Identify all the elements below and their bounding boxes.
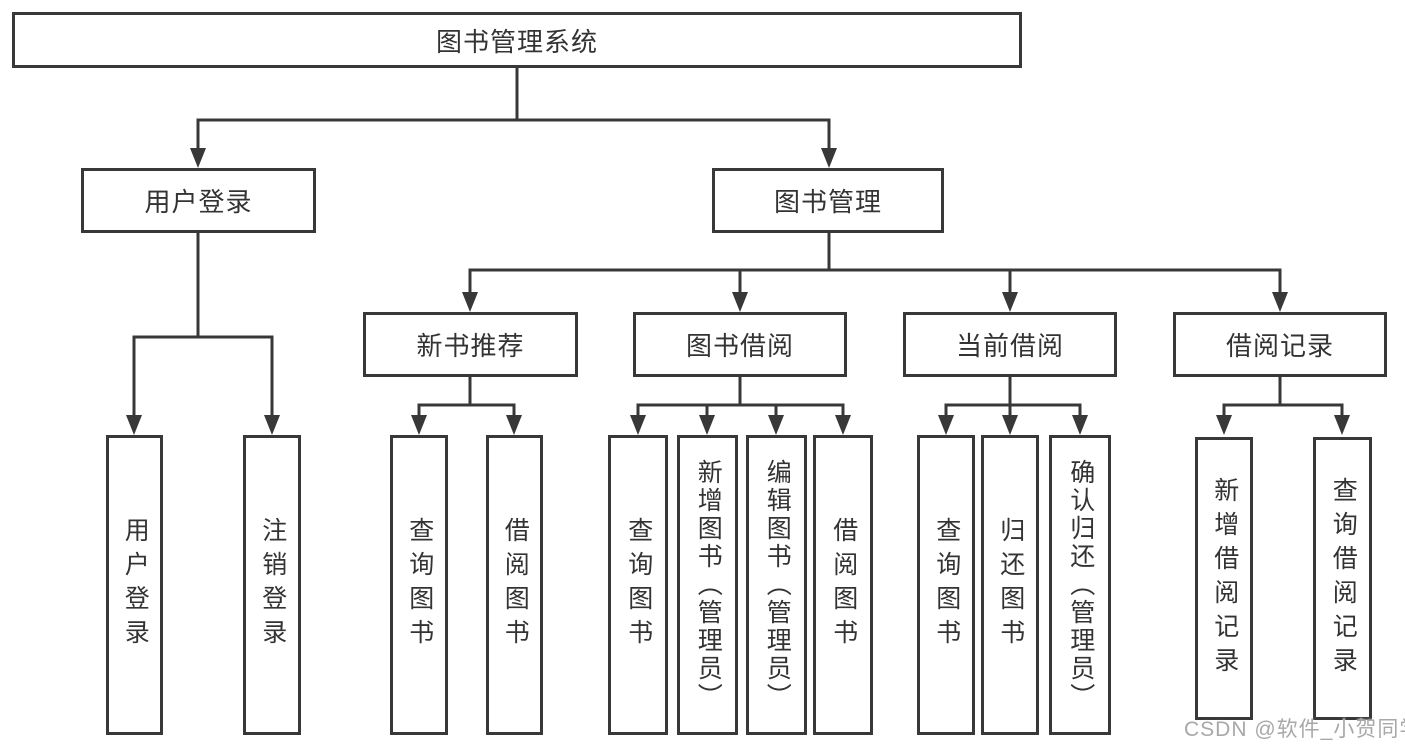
leaf-user-login: 用户登录: [106, 435, 163, 735]
leaf-nb-borrow-book-label: 借阅图书: [501, 517, 530, 653]
leaf-cb-confirm-return-admin: 确认归还（管理员）: [1049, 435, 1111, 735]
leaf-bb-query-book: 查询图书: [608, 435, 668, 735]
leaf-bb-edit-book-admin: 编辑图书（管理员）: [746, 435, 807, 735]
node-book-borrowing-label: 图书借阅: [685, 331, 794, 361]
leaf-bb-borrow-book: 借阅图书: [813, 435, 873, 735]
node-current-borrowing-label: 当前借阅: [955, 331, 1064, 361]
node-borrowing-records: 借阅记录: [1173, 312, 1387, 377]
node-user-login-label: 用户登录: [144, 187, 253, 217]
node-current-borrowing: 当前借阅: [903, 312, 1117, 377]
node-root-label: 图书管理系统: [435, 26, 598, 57]
node-user-login: 用户登录: [81, 168, 316, 233]
leaf-nb-query-book-label: 查询图书: [405, 517, 434, 653]
leaf-bb-edit-book-admin-label: 编辑图书（管理员）: [763, 459, 792, 711]
leaf-nb-borrow-book: 借阅图书: [486, 435, 543, 735]
leaf-br-query-record-label: 查询借阅记录: [1329, 476, 1358, 681]
leaf-logout-login: 注销登录: [243, 435, 301, 735]
connector-paths: [132, 66, 1344, 420]
node-book-borrowing: 图书借阅: [633, 312, 847, 377]
node-root: 图书管理系统: [12, 12, 1022, 68]
node-new-book-recommendation: 新书推荐: [363, 312, 578, 377]
leaf-br-add-record-label: 新增借阅记录: [1210, 476, 1239, 681]
leaf-bb-add-book-admin: 新增图书（管理员）: [677, 435, 738, 735]
node-new-book-recommendation-label: 新书推荐: [416, 331, 525, 361]
leaf-nb-query-book: 查询图书: [390, 435, 448, 735]
csdn-watermark: CSDN @软件_小贺同学: [1184, 718, 1405, 741]
node-book-management: 图书管理: [712, 168, 944, 233]
leaf-cb-confirm-return-admin-label: 确认归还（管理员）: [1066, 459, 1095, 711]
leaf-bb-query-book-label: 查询图书: [624, 517, 653, 653]
leaf-user-login-label: 用户登录: [121, 517, 150, 653]
leaf-cb-query-book-label: 查询图书: [932, 517, 961, 653]
leaf-cb-return-book: 归还图书: [981, 435, 1039, 735]
arrowheads: [126, 148, 1350, 435]
node-book-management-label: 图书管理: [773, 187, 882, 217]
leaf-bb-borrow-book-label: 借阅图书: [829, 517, 858, 653]
leaf-cb-return-book-label: 归还图书: [996, 517, 1025, 653]
leaf-logout-login-label: 注销登录: [258, 517, 287, 653]
leaf-br-query-record: 查询借阅记录: [1313, 437, 1372, 720]
leaf-bb-add-book-admin-label: 新增图书（管理员）: [694, 459, 723, 711]
leaf-br-add-record: 新增借阅记录: [1195, 437, 1253, 720]
node-borrowing-records-label: 借阅记录: [1225, 331, 1334, 361]
leaf-cb-query-book: 查询图书: [917, 435, 975, 735]
